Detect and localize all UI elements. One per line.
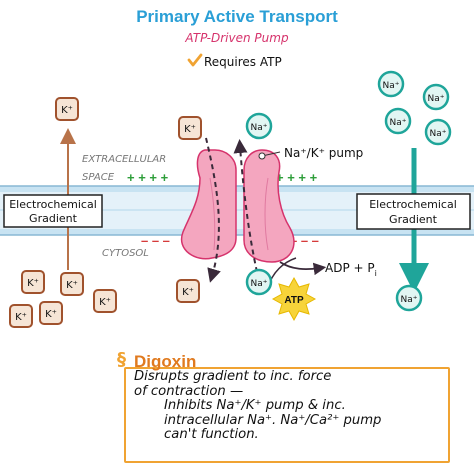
na-ion: Na⁺ (245, 112, 273, 140)
digoxin-line-3: Inhibits Na⁺/K⁺ pump & inc. (164, 398, 346, 413)
k-ion-label: K⁺ (182, 287, 194, 298)
na-ion-label: Na⁺ (390, 118, 407, 128)
digoxin-line-1: Disrupts gradient to inc. force (134, 369, 332, 384)
na-ion-label: Na⁺ (383, 81, 400, 91)
k-ion-label: K⁺ (184, 124, 196, 135)
adp-label: ADP + Pi (325, 261, 377, 278)
gradient-box-right (356, 193, 471, 230)
k-ion: K⁺ (178, 116, 202, 140)
requires-atp-label: Requires ATP (204, 55, 282, 69)
check-icon (187, 53, 203, 67)
minus-signs-left: – – – (141, 233, 170, 248)
digoxin-text: Disrupts gradient to inc. force of contr… (134, 369, 446, 443)
page-title: Primary Active Transport (136, 7, 338, 26)
na-ion-label: Na⁺ (430, 129, 447, 139)
gradient-left-line1: Electrochemical (9, 198, 97, 211)
na-ion: Na⁺ (424, 118, 452, 146)
adp-label-sub: i (375, 269, 377, 278)
pump-label-dot (258, 152, 266, 160)
plus-signs-right: + + + + (276, 170, 318, 185)
pump-label: Na⁺/K⁺ pump (284, 146, 363, 160)
extracellular-label: EXTRACELLULAR (82, 154, 166, 165)
k-ion-label: K⁺ (27, 278, 39, 289)
na-ion: Na⁺ (377, 70, 405, 98)
minus-signs-right: – – – (290, 233, 319, 248)
atp-burst: ATP (271, 276, 317, 322)
gradient-right-line2: Gradient (389, 213, 438, 226)
adp-arrow (279, 261, 327, 276)
extracellular-space-label: SPACE (82, 172, 115, 183)
na-ion: Na⁺ (384, 107, 412, 135)
k-ion-label: K⁺ (66, 280, 78, 291)
digoxin-title: Digoxin (134, 352, 197, 371)
digoxin-line-4: intracellular Na⁺. Na⁺/Ca²⁺ pump (164, 412, 382, 428)
na-ion: Na⁺ (245, 268, 273, 296)
k-ion: K⁺ (9, 304, 33, 328)
digoxin-icon: § (117, 349, 126, 370)
k-ion-label: K⁺ (61, 105, 73, 116)
k-ion: K⁺ (55, 97, 79, 121)
k-ion-label: K⁺ (99, 297, 111, 308)
na-ion: Na⁺ (422, 83, 450, 111)
k-ion-label: K⁺ (45, 309, 57, 320)
na-k-pump (180, 149, 295, 263)
digoxin-line-2: of contraction — (134, 383, 244, 399)
na-ion: Na⁺ (395, 284, 423, 312)
gradient-left-line2: Gradient (29, 212, 78, 225)
k-ion: K⁺ (39, 301, 63, 325)
k-ion-label: K⁺ (15, 312, 27, 323)
k-ion: K⁺ (60, 272, 84, 296)
gradient-right-line1: Electrochemical (369, 198, 457, 211)
k-ion: K⁺ (93, 289, 117, 313)
na-ion-label: Na⁺ (428, 94, 445, 104)
digoxin-line-5: can't function. (164, 427, 259, 442)
page-subtitle: ATP-Driven Pump (184, 31, 289, 45)
na-ion-label: Na⁺ (251, 123, 268, 133)
na-exit-arrow (233, 139, 258, 273)
plus-signs-left: + + + + (127, 170, 169, 185)
atp-label: ATP (284, 295, 304, 306)
na-ion-label: Na⁺ (401, 295, 418, 305)
digoxin-box (124, 367, 450, 463)
na-ion-label: Na⁺ (251, 279, 268, 289)
k-ion: K⁺ (21, 270, 45, 294)
gradient-box-left (3, 194, 103, 228)
cytosol-label: CYTOSOL (102, 248, 149, 259)
k-ion: K⁺ (176, 279, 200, 303)
adp-label-main: ADP + P (325, 261, 375, 275)
